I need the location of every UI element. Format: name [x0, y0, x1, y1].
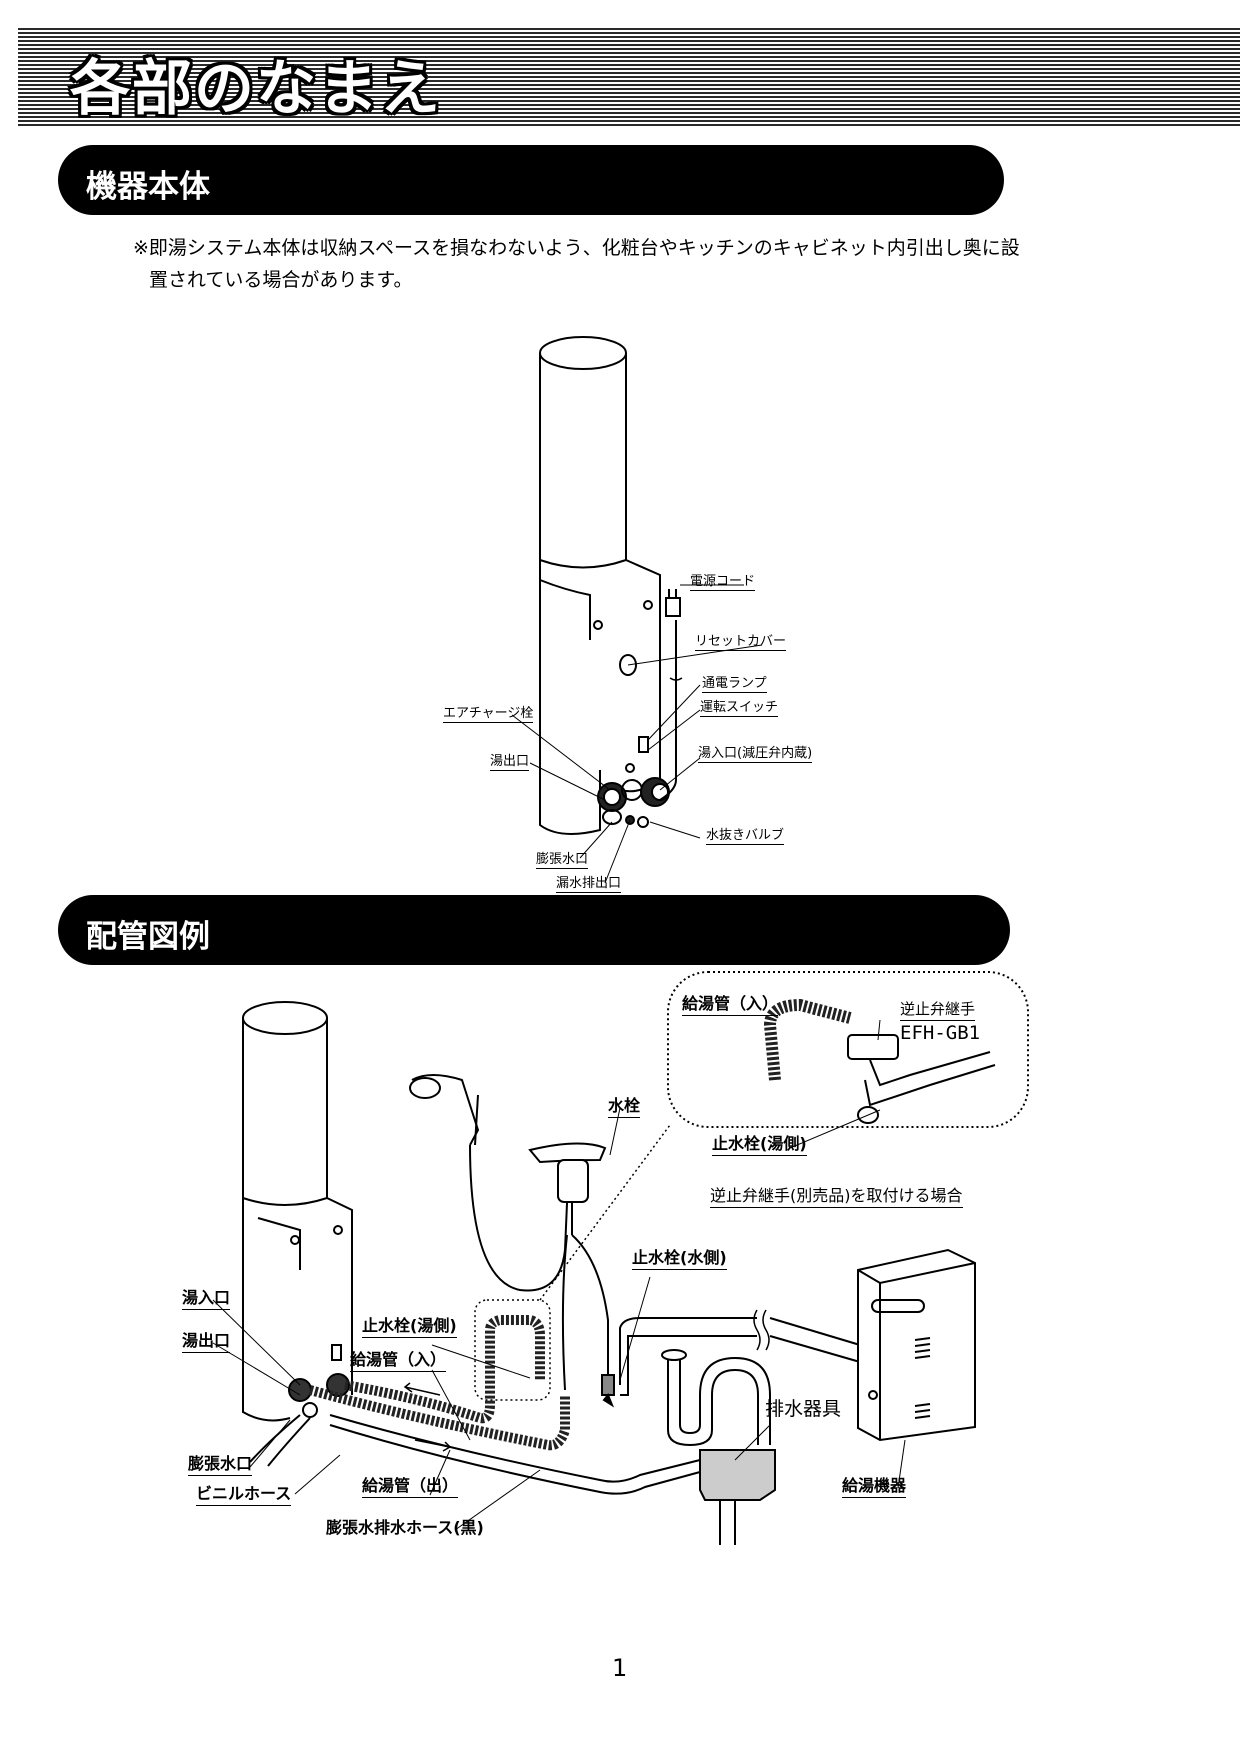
installation-note: ※即湯システム本体は収納スペースを損なわないよう、化粧台やキッチンのキャビネット…: [133, 232, 1133, 296]
label-expansion-drain-hose: 膨張水排水ホース(黒): [326, 1518, 484, 1537]
label-leak-outlet: 漏水排出口: [556, 872, 622, 893]
inset-caption: 逆止弁継手(別売品)を取付ける場合: [710, 1182, 963, 1208]
label-expansion-outlet: 膨張水口: [536, 848, 589, 869]
inset-label-stop-valve-hot: 止水栓(湯側): [712, 1130, 807, 1156]
label-drain-valve: 水抜きバルブ: [706, 824, 785, 845]
inset-label-check-valve: 逆止弁継手: [900, 998, 976, 1021]
label-expansion-outlet-piping: 膨張水口: [188, 1450, 253, 1476]
inset-label-supply-in: 給湯管（入）: [682, 990, 779, 1016]
label-reset-cover: リセットカバー: [695, 630, 787, 651]
header-banner: [18, 28, 1240, 128]
note-line-1: ※即湯システム本体は収納スペースを損なわないよう、化粧台やキッチンのキャビネット…: [133, 237, 1020, 259]
section-header-unit: 機器本体: [58, 145, 1004, 215]
page-title: 各部のなまえ: [70, 54, 442, 124]
label-hot-outlet: 湯出口: [490, 750, 530, 771]
section-title-piping: 配管図例: [86, 919, 210, 955]
label-supply-out: 給湯管（出）: [362, 1472, 459, 1498]
label-hot-inlet: 湯入口(減圧弁内蔵): [698, 742, 813, 763]
label-faucet: 水栓: [608, 1092, 641, 1118]
label-supply-in: 給湯管（入）: [350, 1346, 447, 1372]
label-drain-fixture: 排水器具: [765, 1398, 842, 1420]
inset-label-model: EFH-GB1: [900, 1022, 981, 1044]
note-line-2: 置されている場合があります。: [149, 269, 413, 291]
label-hot-inlet-piping: 湯入口: [182, 1284, 231, 1310]
label-run-switch: 運転スイッチ: [700, 696, 779, 717]
page-number: 1: [612, 1654, 628, 1682]
label-water-heater: 給湯機器: [842, 1472, 907, 1498]
section-header-piping: 配管図例: [58, 895, 1010, 965]
section-title-unit: 機器本体: [86, 169, 210, 205]
label-power-lamp: 通電ランプ: [702, 672, 767, 693]
label-power-cord: 電源コード: [690, 570, 756, 591]
label-air-charge: エアチャージ栓: [443, 702, 534, 723]
label-stop-valve-hot: 止水栓(湯側): [362, 1312, 457, 1338]
label-stop-valve-water: 止水栓(水側): [632, 1244, 727, 1270]
label-vinyl-hose: ビニルホース: [196, 1480, 292, 1506]
label-hot-outlet-piping: 湯出口: [182, 1327, 231, 1353]
